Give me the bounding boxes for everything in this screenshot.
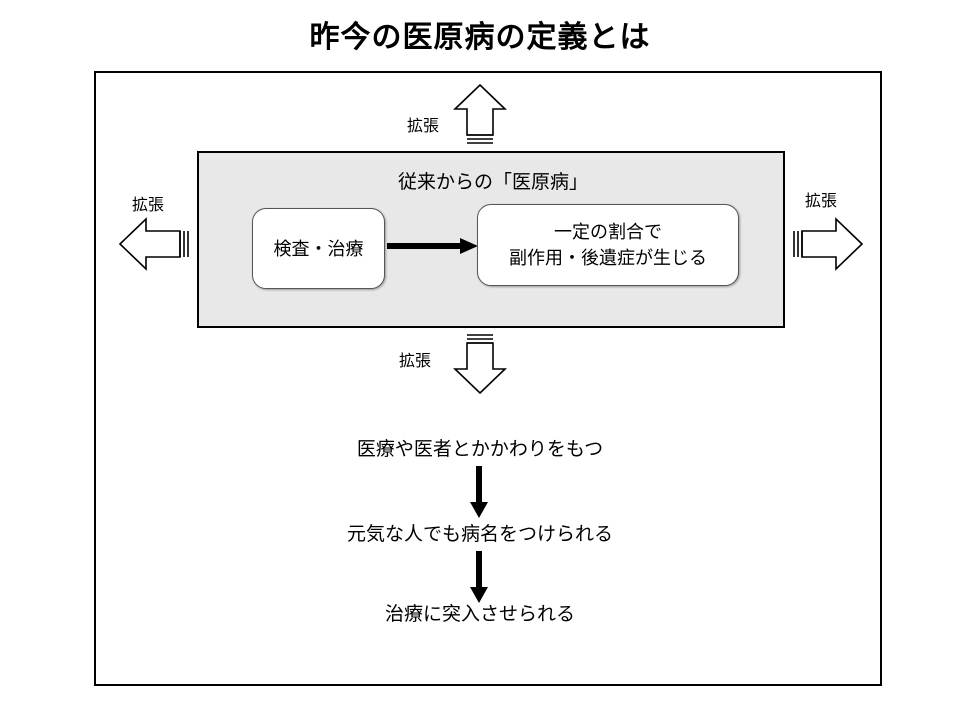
node-exam-treatment: 検査・治療 xyxy=(252,208,385,289)
expansion-up-arrow-icon xyxy=(452,83,508,145)
expansion-down-label: 拡張 xyxy=(398,353,431,370)
consequence-step-1: 医療や医者とかかわりをもつ xyxy=(356,439,604,460)
expansion-left-arrow-icon xyxy=(118,216,196,272)
arrow-shaft xyxy=(476,551,482,589)
arrow-head xyxy=(460,238,478,254)
node-exam-treatment-label: 検査・治療 xyxy=(273,238,364,259)
exam-to-effects-arrow-icon xyxy=(387,238,478,254)
arrow-head xyxy=(470,502,488,518)
node-side-effects-label: 一定の割合で 副作用・後遺症が生じる xyxy=(509,222,707,268)
expansion-right-arrow-icon xyxy=(786,216,864,272)
consequence-step-3: 治療に突入させられる xyxy=(384,604,575,625)
consequence-arrow-1-icon xyxy=(470,466,488,518)
consequence-step-2: 元気な人でも病名をつけられる xyxy=(346,524,613,545)
expansion-left-label: 拡張 xyxy=(131,197,164,214)
arrow-shaft xyxy=(387,243,461,249)
page-title: 昨今の医原病の定義とは xyxy=(309,21,651,54)
consequence-arrow-2-icon xyxy=(470,551,488,603)
arrow-head xyxy=(470,587,488,603)
expansion-down-arrow-icon xyxy=(452,333,508,395)
node-side-effects: 一定の割合で 副作用・後遺症が生じる xyxy=(477,204,739,286)
expansion-right-label: 拡張 xyxy=(804,193,837,210)
expansion-up-label: 拡張 xyxy=(406,118,439,135)
legacy-panel-heading: 従来からの「医原病」 xyxy=(397,172,588,193)
arrow-shaft xyxy=(476,466,482,504)
